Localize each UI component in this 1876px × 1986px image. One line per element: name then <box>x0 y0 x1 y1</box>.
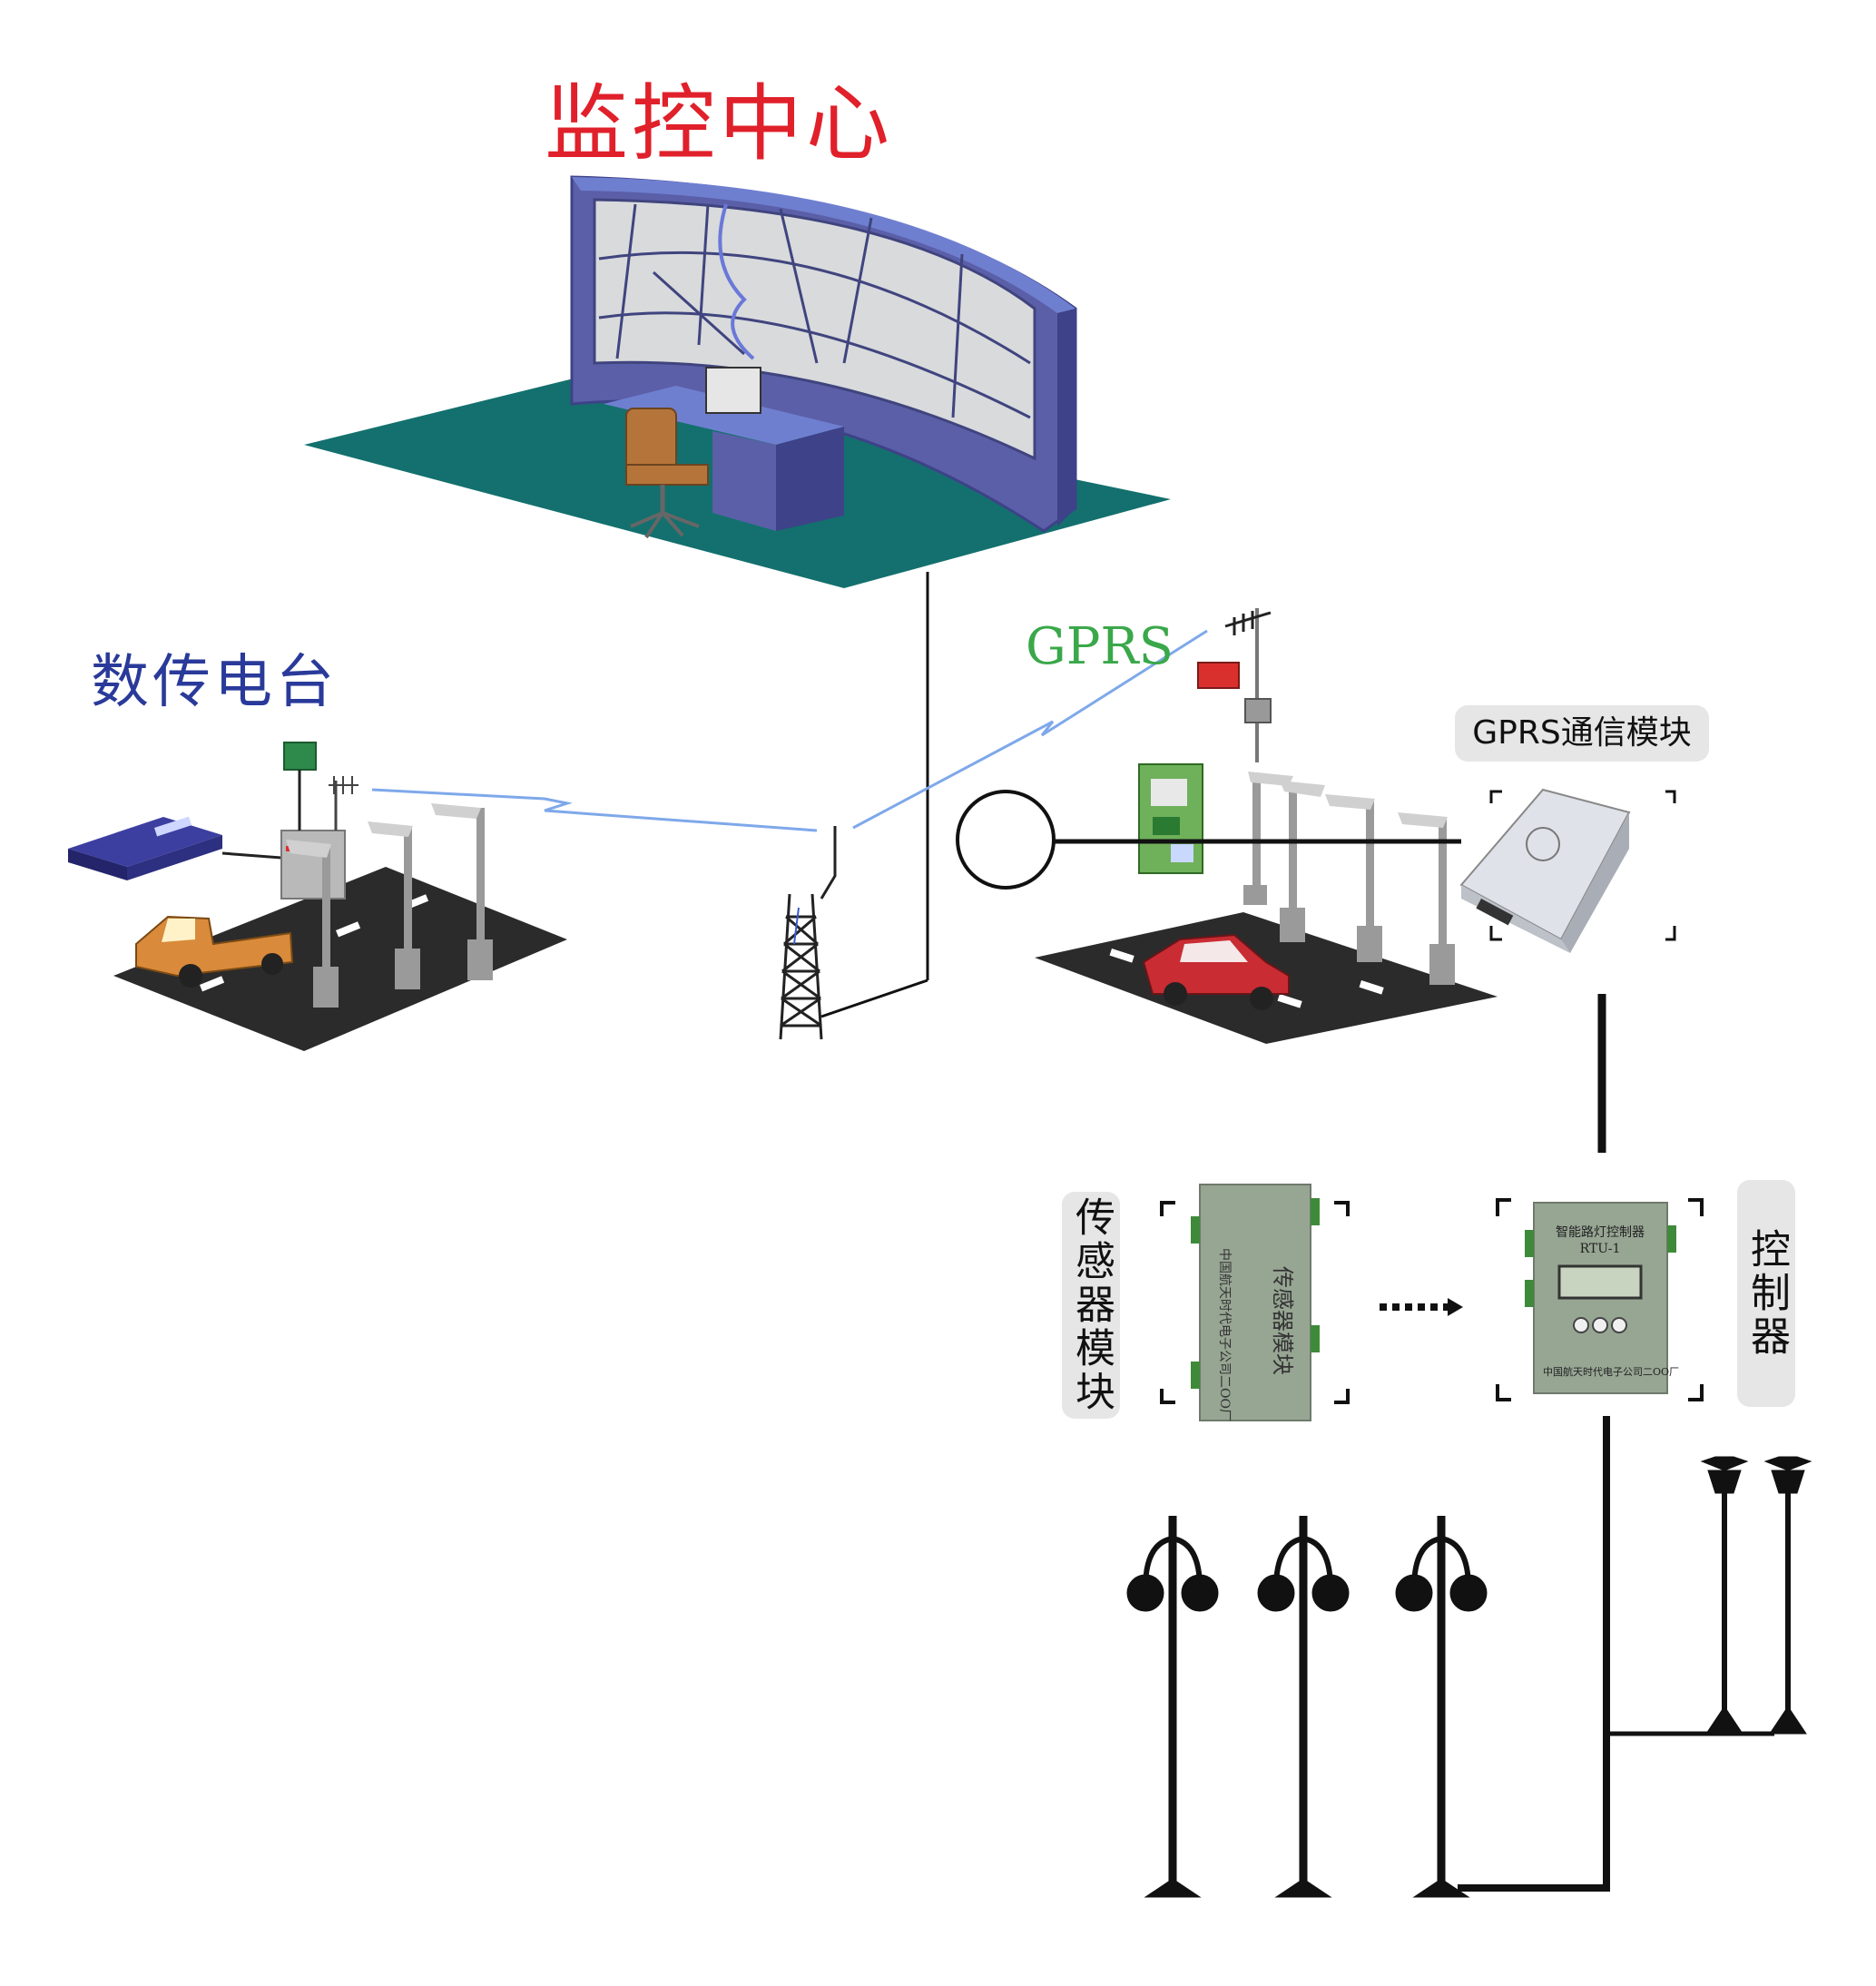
zoom-circle <box>956 790 1056 890</box>
double-globe-lamp-2 <box>1257 1516 1350 1898</box>
truck-icon <box>135 915 294 988</box>
controller-box-maker: 中国航天时代电子公司二OO厂 <box>1543 1365 1679 1378</box>
radio-link-left <box>371 788 818 832</box>
controller-button-3 <box>1611 1317 1627 1333</box>
sensor-box-title: 传感器模块 <box>1270 1266 1295 1375</box>
cabinet-icon <box>280 830 346 900</box>
gprs-label: GPRS <box>1026 617 1174 676</box>
controller-icon: 智能路灯控制器 RTU-1 中国航天时代电子公司二OO厂 <box>1496 1198 1704 1401</box>
left-street-scene <box>68 742 567 1051</box>
camera-icon <box>1197 662 1240 689</box>
gprs-module-label: GPRS通信模块 <box>1455 705 1709 762</box>
chair-icon <box>625 408 709 539</box>
controller-box-title: 智能路灯控制器 <box>1556 1225 1645 1240</box>
monitor-icon <box>705 367 761 414</box>
lcd-display <box>1557 1264 1643 1300</box>
controller-button-2 <box>1592 1317 1608 1333</box>
lantern-lamp-2 <box>1763 1456 1812 1735</box>
double-globe-lamp-3 <box>1395 1516 1488 1898</box>
data-flow-arrow <box>1380 1298 1463 1316</box>
sensor-box-maker: 中国航天时代电子公司二OO厂 <box>1217 1248 1232 1421</box>
right-street-scene <box>1035 608 1498 1044</box>
lantern-lamp-1 <box>1700 1456 1749 1735</box>
monitoring-center-illustration <box>304 175 1171 1018</box>
double-globe-lamp-1 <box>1126 1516 1219 1898</box>
sensor-module-label: 传感器模块 <box>1062 1192 1120 1419</box>
controller-box-model: RTU-1 <box>1580 1242 1621 1256</box>
circuit-board-icon <box>1138 763 1203 874</box>
gprs-module-icon <box>1459 788 1676 953</box>
controller-label: 控制器 <box>1737 1180 1795 1407</box>
monitoring-center-title: 监控中心 <box>545 75 894 172</box>
data-radio-device-icon <box>68 816 222 880</box>
left-street-lights <box>286 803 493 1008</box>
gprs-link <box>852 629 1208 830</box>
controller-button-1 <box>1573 1317 1589 1333</box>
radio-tower-icon <box>779 826 837 1040</box>
car-icon <box>1142 933 1290 1010</box>
lamp-wiring <box>1458 1416 1774 1892</box>
sensor-module-icon: 传感器模块 中国航天时代电子公司二OO厂 <box>1160 1184 1350 1421</box>
data-radio-label: 数传电台 <box>91 649 338 716</box>
